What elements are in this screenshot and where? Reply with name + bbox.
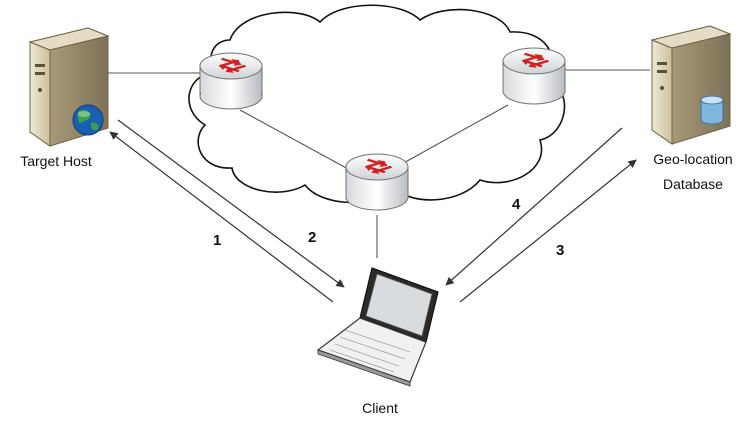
server-globe-icon — [28, 27, 110, 147]
link-router-router-left — [239, 109, 351, 171]
step-3-label: 3 — [556, 242, 565, 259]
network-cloud-icon — [188, 4, 566, 204]
laptop-icon — [316, 267, 439, 387]
server-database-icon — [650, 25, 732, 145]
arrow-step-4 — [445, 127, 623, 286]
client-label: Client — [362, 400, 398, 416]
database-icon — [700, 95, 724, 125]
step-2-label: 2 — [308, 229, 317, 246]
router-left — [199, 52, 263, 110]
geo-db-label-line2: Database — [663, 176, 723, 192]
geo-db-label-line1: Geo-location — [653, 151, 733, 167]
globe-icon — [72, 104, 104, 136]
arrow-step-3 — [459, 159, 637, 303]
step-1-label: 1 — [213, 232, 222, 249]
router-center — [345, 153, 409, 211]
arrow-step-2 — [117, 119, 345, 288]
link-router-router-right — [399, 104, 509, 166]
step-4-label: 4 — [512, 196, 521, 213]
arrow-step-1 — [109, 131, 334, 303]
target-host-label: Target Host — [20, 153, 92, 169]
router-right — [502, 47, 566, 105]
